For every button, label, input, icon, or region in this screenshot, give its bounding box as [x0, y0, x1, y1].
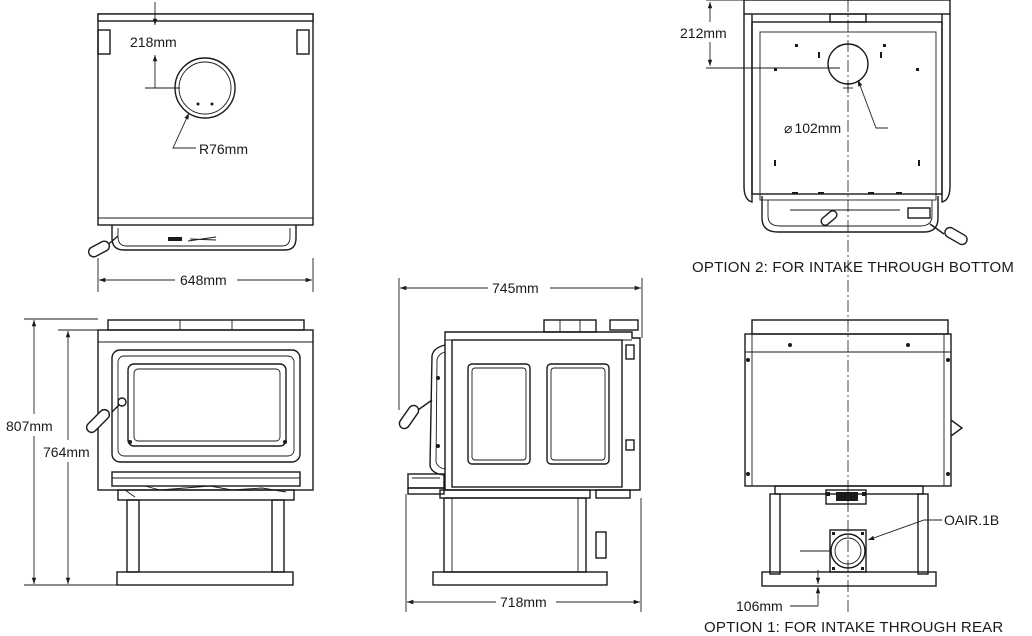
dimension-212mm: 212mm [680, 25, 727, 41]
rear-intake-view: 106mm OAIR.1B OPTION 1: FOR INTAKE THROU… [704, 319, 1003, 636]
part-label-oair-1b: OAIR.1B [944, 512, 999, 528]
top-view-handle [88, 235, 119, 258]
dimension-218mm: 218mm [130, 34, 177, 50]
top-flue-collar [174, 57, 236, 119]
dimension-718mm: 718mm [500, 594, 547, 610]
dimension-r76mm: R76mm [199, 141, 248, 157]
dimension-764mm: 764mm [43, 444, 90, 460]
caption-option-2: OPTION 2: FOR INTAKE THROUGH BOTTOM [692, 259, 1014, 276]
dimension-807mm: 807mm [6, 418, 53, 434]
front-door-handle [85, 397, 127, 434]
top-view: 218mm R76mm 648mm [88, 2, 314, 292]
side-view: 745mm 718mm [398, 278, 643, 612]
front-door-glass [127, 363, 287, 447]
bottom-intake-view: 212mm ⌀102mm OPTION 2: FOR INTAKE THROUG… [678, 0, 1014, 276]
dimension-648mm: 648mm [180, 272, 227, 288]
dimension-diameter-102mm: ⌀102mm [784, 120, 841, 136]
dimension-745mm: 745mm [492, 280, 539, 296]
side-panel-rear [546, 363, 610, 465]
side-panel-front [467, 363, 531, 465]
side-handle [398, 399, 433, 430]
caption-option-1: OPTION 1: FOR INTAKE THROUGH REAR [704, 619, 1003, 636]
front-view: 807mm 764mm [4, 318, 314, 586]
dimension-106mm: 106mm [736, 598, 783, 614]
